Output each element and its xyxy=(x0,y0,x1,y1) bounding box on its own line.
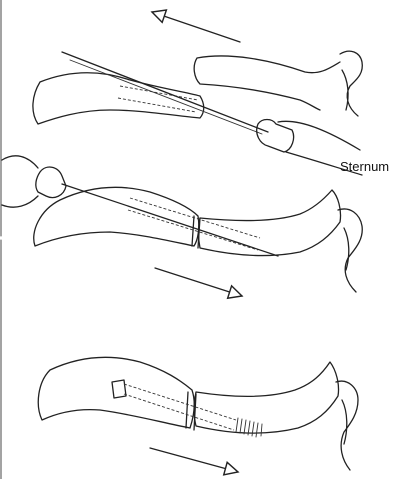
panel-3 xyxy=(38,357,358,472)
guide-wire-inner xyxy=(70,60,262,134)
hand-outline xyxy=(2,156,38,207)
panel-1: Sternum xyxy=(33,12,389,175)
screw-threads xyxy=(236,418,262,437)
medial-bone-fragment xyxy=(194,362,338,433)
sternum-outline xyxy=(336,381,358,470)
lateral-bone-fragment xyxy=(38,357,194,428)
medial-bone-fragment xyxy=(199,190,341,255)
direction-arrow-left xyxy=(152,12,240,42)
drill-handle xyxy=(36,167,66,197)
guide-wire xyxy=(62,52,268,132)
screw-head xyxy=(112,380,126,398)
direction-arrow-right xyxy=(155,268,242,296)
direction-arrow-right xyxy=(150,448,238,472)
sternum-label: Sternum xyxy=(340,159,389,174)
sternum-outline xyxy=(340,51,362,116)
panel-2 xyxy=(2,156,362,296)
medial-bone-fragment xyxy=(194,56,340,110)
drill-handle xyxy=(257,120,294,153)
sternum-outline xyxy=(338,209,362,292)
screw-shaft xyxy=(124,384,236,430)
